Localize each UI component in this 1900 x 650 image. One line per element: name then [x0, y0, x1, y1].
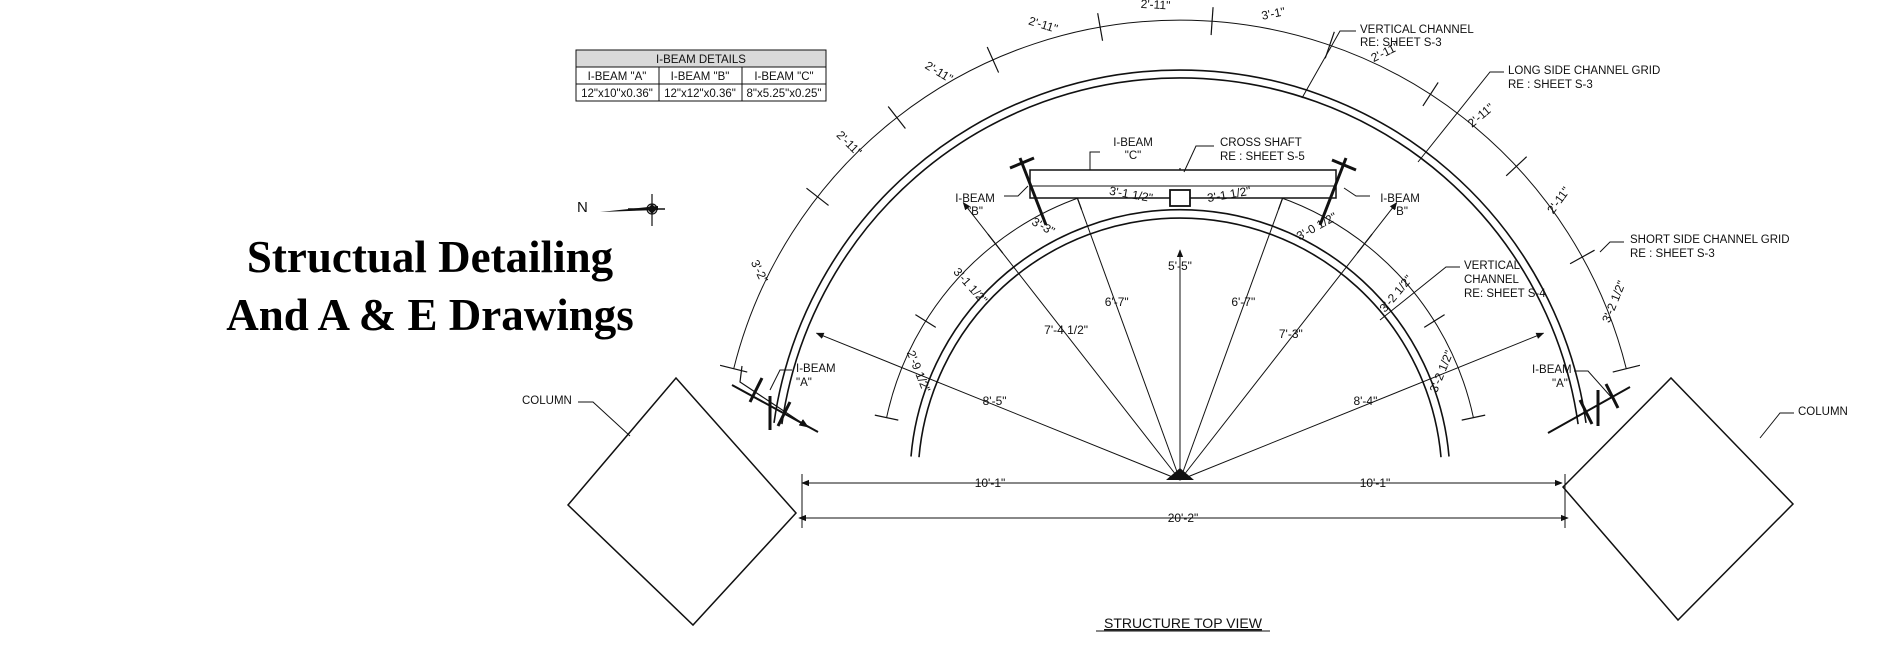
ibeam-a-right: [1547, 383, 1631, 434]
callout-ibeam-b-left-2: "B": [967, 206, 983, 218]
view-title: STRUCTURE TOP VIEW: [1104, 615, 1263, 631]
outer-dimension-tick: [1422, 82, 1439, 107]
inner-dimension-label: 3'-0 1/2": [1294, 210, 1339, 244]
radial-dimension-line: [962, 201, 1181, 481]
callout-vertical-channel-top-1: VERTICAL CHANNEL: [1360, 24, 1474, 36]
inner-dimension-tick: [1423, 314, 1445, 328]
callout-vertical-channel-top-2: RE: SHEET S-3: [1360, 37, 1442, 49]
callout-ibeam-b-right-2: "B": [1392, 206, 1408, 218]
table-header-a: I-BEAM "A": [588, 71, 647, 83]
radial-dimension-line: [1179, 201, 1398, 481]
inner-arc-outer: [910, 209, 1450, 457]
inner-dimension-label: 2'-9 1/2": [904, 348, 933, 394]
dim-half-right: 10'-1": [1360, 476, 1391, 490]
banner-title-line-2: And A & E Drawings: [226, 290, 634, 340]
radial-dimension-line: [1179, 187, 1287, 481]
callout-vertical-channel-right-2: CHANNEL: [1464, 274, 1520, 286]
outer-dimension-chain: [733, 19, 1627, 369]
dim-half-left: 10'-1": [975, 476, 1006, 490]
callout-short-side-grid-1: SHORT SIDE CHANNEL GRID: [1630, 234, 1790, 246]
callout-long-side-grid-1: LONG SIDE CHANNEL GRID: [1508, 65, 1660, 77]
cross-beam-ibeam-c: [1009, 156, 1357, 226]
radial-dimension-label: 5'-5": [1168, 259, 1192, 273]
baseline-dimensions: 10'-1" 10'-1" 20'-2": [798, 474, 1569, 528]
inner-dimension-label: 3'-3": [1029, 214, 1057, 238]
outer-dimension-tick: [1569, 249, 1595, 265]
north-arrow-icon: N: [577, 194, 665, 226]
outer-dimension-label: 2'-11": [1140, 0, 1170, 12]
outer-dimension-tick: [1210, 7, 1214, 36]
callout-cross-shaft-1: CROSS SHAFT: [1220, 137, 1302, 149]
outer-dimension-tick: [986, 46, 1000, 73]
callout-ibeam-c-1: I-BEAM: [1113, 137, 1153, 149]
inner-arc-inner: [918, 217, 1442, 458]
callout-vertical-channel-right-3: RE: SHEET S-4: [1464, 288, 1546, 300]
radial-dimension-line: [1179, 332, 1545, 481]
callout-column-right: COLUMN: [1798, 406, 1848, 418]
outer-dimension-tick: [806, 187, 829, 206]
radial-dimension-label: 7'-3": [1279, 327, 1303, 341]
outer-dimension-label: 3'-1": [1260, 4, 1286, 22]
callout-ibeam-a-right-1: I-BEAM: [1532, 364, 1572, 376]
inner-dimension-label: 3'-2 1/2": [1377, 272, 1416, 315]
radial-dimension-line: [815, 332, 1181, 481]
outer-dimension-label: 2'-11": [1544, 184, 1573, 216]
inner-dimension-label: 3'-2 1/2": [1427, 348, 1456, 394]
banner-title-line-1: Structual Detailing: [246, 232, 614, 282]
outer-dimension-label: 2'-11": [1465, 100, 1497, 130]
inner-dimension-tick: [915, 314, 937, 328]
outer-dimension-tick: [1612, 364, 1641, 373]
radial-dimension-label: 7'-4 1/2": [1044, 323, 1088, 337]
callout-ibeam-c-2: "C": [1125, 150, 1141, 162]
inner-dimension-label: 3'-1 1/2": [951, 265, 991, 307]
callout-ibeam-b-left-1: I-BEAM: [955, 193, 995, 205]
callout-ibeam-b-right-1: I-BEAM: [1380, 193, 1420, 205]
column-right: [1561, 376, 1795, 622]
table-title: I-BEAM DETAILS: [656, 54, 746, 66]
arch-structure: [773, 69, 1587, 458]
callout-ibeam-a-left-1: I-BEAM: [796, 363, 836, 375]
table-value-b: 12"x12"x0.36": [664, 88, 736, 100]
radial-dimension-line: [1073, 187, 1181, 481]
outer-dimension-tick: [1505, 156, 1528, 177]
callout-column-left: COLUMN: [522, 395, 572, 407]
callout-vertical-channel-right-1: VERTICAL: [1464, 260, 1521, 272]
ibeam-a-left: [731, 365, 819, 433]
table-header-c: I-BEAM "C": [754, 71, 813, 83]
outer-dimension-label: 2'-11": [1027, 14, 1059, 36]
north-label: N: [577, 199, 588, 216]
radial-dimension-label: 6'-7": [1105, 295, 1129, 309]
column-left: [566, 376, 798, 627]
banner-title: Structual Detailing And A & E Drawings: [200, 228, 660, 344]
outer-dimension-tick: [887, 106, 906, 129]
outer-dimension-label: 3'-2": [748, 258, 771, 286]
dim-overall: 20'-2": [1168, 511, 1199, 525]
outer-dimension-label: 2'-11": [923, 58, 956, 85]
callout-leaders: [578, 30, 1794, 439]
outer-dimension-tick: [1097, 13, 1104, 41]
radial-dimension-label: 8'-4": [1353, 394, 1377, 408]
outer-arc-outer: [773, 69, 1587, 424]
center-point: [1166, 468, 1194, 480]
callout-ibeam-a-left-2: "A": [796, 377, 812, 389]
outer-arc-inner: [781, 77, 1579, 425]
callout-cross-shaft-2: RE : SHEET S-5: [1220, 151, 1305, 163]
inner-dimension-tick: [874, 414, 899, 421]
radial-dimension-label: 6'-7": [1231, 295, 1255, 309]
table-header-b: I-BEAM "B": [671, 71, 730, 83]
table-value-a: 12"x10"x0.36": [581, 88, 653, 100]
callout-labels: VERTICAL CHANNEL RE: SHEET S-3 LONG SIDE…: [522, 24, 1848, 418]
callout-short-side-grid-2: RE : SHEET S-3: [1630, 248, 1715, 260]
callout-long-side-grid-2: RE : SHEET S-3: [1508, 79, 1593, 91]
inner-dimension-tick: [1461, 414, 1486, 421]
table-value-c: 8"x5.25"x0.25": [747, 88, 822, 100]
ibeam-details-table: I-BEAM DETAILS I-BEAM "A" I-BEAM "B" I-B…: [575, 49, 827, 102]
outer-dimension-label: 2'-11": [834, 128, 865, 159]
radial-dimension-label: 8'-5": [983, 394, 1007, 408]
outer-dimension-tick: [719, 364, 748, 373]
callout-ibeam-a-right-2: "A": [1552, 378, 1568, 390]
